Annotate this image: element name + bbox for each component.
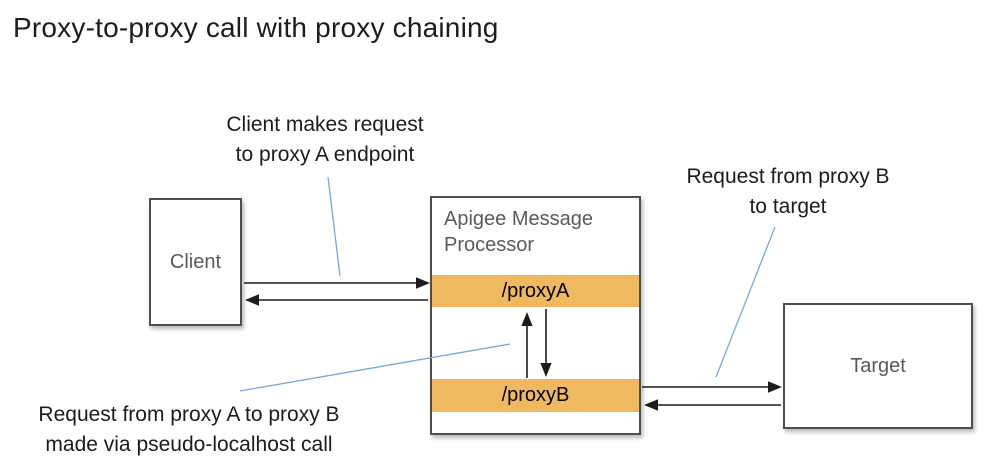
annotation-line: to proxy A endpoint [235,143,415,166]
arrow-target-to-proxyb [644,399,781,411]
arrow-proxyb-to-target [642,381,782,393]
annotation-line: Request from proxy B [686,165,890,188]
client-box: Client [149,198,242,326]
message-processor-label: Apigee Message Processor [444,208,593,256]
proxy-b-bar: /proxyB [432,379,639,412]
annotation-line: Client makes request [226,113,424,136]
arrow-client-to-proxya [244,277,430,289]
arrow-proxya-to-client [245,294,428,306]
annotation-client-request: Client makes request to proxy A endpoint [175,110,475,170]
annotation-proxya-to-proxyb: Request from proxy A to proxy B made via… [14,400,364,460]
annotation-line: made via pseudo-localhost call [45,433,333,456]
leader-line-proxyb-target [715,226,776,378]
proxy-b-label: /proxyB [501,384,570,406]
annotation-line: to target [749,195,827,218]
diagram-title: Proxy-to-proxy call with proxy chaining [13,12,499,43]
annotation-proxyb-to-target: Request from proxy B to target [638,162,938,222]
annotation-line: Request from proxy A to proxy B [38,403,340,426]
client-label: Client [169,250,222,273]
leader-line-client-request [327,176,341,277]
proxy-a-label: /proxyA [501,279,570,302]
target-box: Target [783,303,973,429]
message-processor-box: Apigee Message Processor /proxyA /proxyB [430,196,641,435]
target-label: Target [850,354,906,377]
proxy-a-bar: /proxyA [432,275,639,307]
